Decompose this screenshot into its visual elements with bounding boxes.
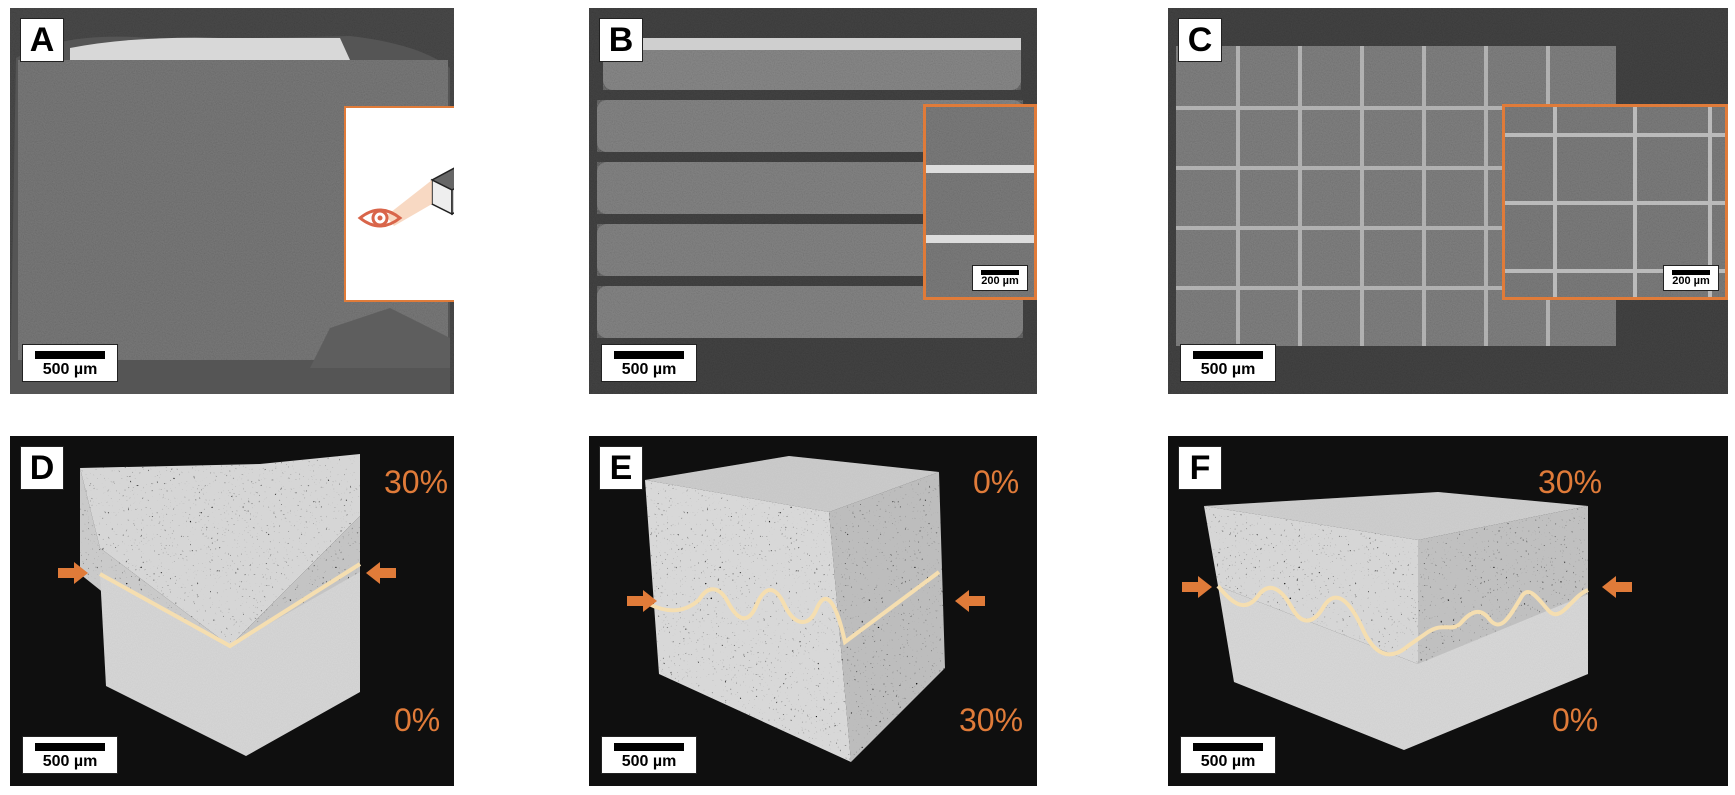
scale-bar-line — [981, 270, 1019, 275]
scale-bar-text: 500 µm — [42, 753, 98, 770]
arrow-left-icon — [1182, 576, 1212, 598]
sem-image-a — [10, 8, 454, 394]
orientation-diagram: y x z — [357, 167, 454, 228]
panel-b: B 200 µm 500 µm — [589, 8, 1037, 394]
sem-image-c — [1168, 8, 1728, 394]
render-f — [1182, 492, 1632, 750]
scale-bar-line — [614, 351, 684, 359]
scale-bar-text: 200 µm — [981, 275, 1019, 287]
panel-label-c: C — [1178, 18, 1222, 62]
scale-bar-e: 500 µm — [601, 736, 697, 774]
scale-bar-text: 500 µm — [621, 361, 677, 378]
panel-a: A y x z 500 µm — [10, 8, 454, 394]
scale-bar-line — [614, 743, 684, 751]
top-percentage: 30% — [1538, 464, 1603, 500]
scale-bar-text: 500 µm — [621, 753, 677, 770]
scale-bar-c: 500 µm — [1180, 344, 1276, 382]
scale-bar-inset-b: 200 µm — [972, 265, 1028, 291]
panel-label-e: E — [599, 446, 643, 490]
interface-line — [99, 562, 362, 649]
panel-d: D 30% 0% 500 µm — [10, 436, 454, 786]
scale-bar-inset-c: 200 µm — [1663, 265, 1719, 291]
eye-icon — [357, 208, 403, 228]
panel-label-d: D — [20, 446, 64, 490]
panel-c: C 200 µm 500 µm — [1168, 8, 1728, 394]
panel-label-f: F — [1178, 446, 1222, 490]
bottom-percentage: 0% — [1552, 702, 1599, 738]
scale-bar-text: 500 µm — [1200, 361, 1256, 378]
interface-line — [648, 570, 941, 646]
panel-f: F 30% 0% 500 µm — [1168, 436, 1728, 786]
arrow-left-icon — [627, 590, 657, 612]
arrow-right-icon — [366, 562, 396, 584]
top-percentage: 30% — [384, 464, 449, 500]
scale-bar-text: 200 µm — [1672, 275, 1710, 287]
bottom-percentage: 30% — [959, 702, 1024, 738]
render-d — [58, 454, 396, 756]
panel-label-a: A — [20, 18, 64, 62]
zoom-inset-b: 200 µm — [923, 104, 1037, 300]
scale-bar-a: 500 µm — [22, 344, 118, 382]
scale-bar-line — [35, 743, 105, 751]
scale-bar-line — [1672, 270, 1710, 275]
zoom-inset-c: 200 µm — [1502, 104, 1728, 300]
top-percentage: 0% — [973, 464, 1020, 500]
scale-bar-f: 500 µm — [1180, 736, 1276, 774]
panel-label-b: B — [599, 18, 643, 62]
scale-bar-text: 500 µm — [1200, 753, 1256, 770]
scale-bar-d: 500 µm — [22, 736, 118, 774]
arrow-right-icon — [1602, 576, 1632, 598]
interface-line — [1216, 584, 1589, 657]
arrow-right-icon — [955, 590, 985, 612]
scale-bar-line — [35, 351, 105, 359]
orientation-inset: y x z — [344, 106, 454, 302]
sem-image-b — [589, 8, 1037, 394]
panel-e: E 0% 30% 500 µm — [589, 436, 1037, 786]
scale-bar-b: 500 µm — [601, 344, 697, 382]
bottom-percentage: 0% — [394, 702, 441, 738]
scale-bar-line — [1193, 351, 1263, 359]
arrow-left-icon — [58, 562, 88, 584]
scale-bar-line — [1193, 743, 1263, 751]
printed-strands — [597, 38, 1023, 338]
render-e — [627, 456, 985, 762]
scale-bar-text: 500 µm — [42, 361, 98, 378]
